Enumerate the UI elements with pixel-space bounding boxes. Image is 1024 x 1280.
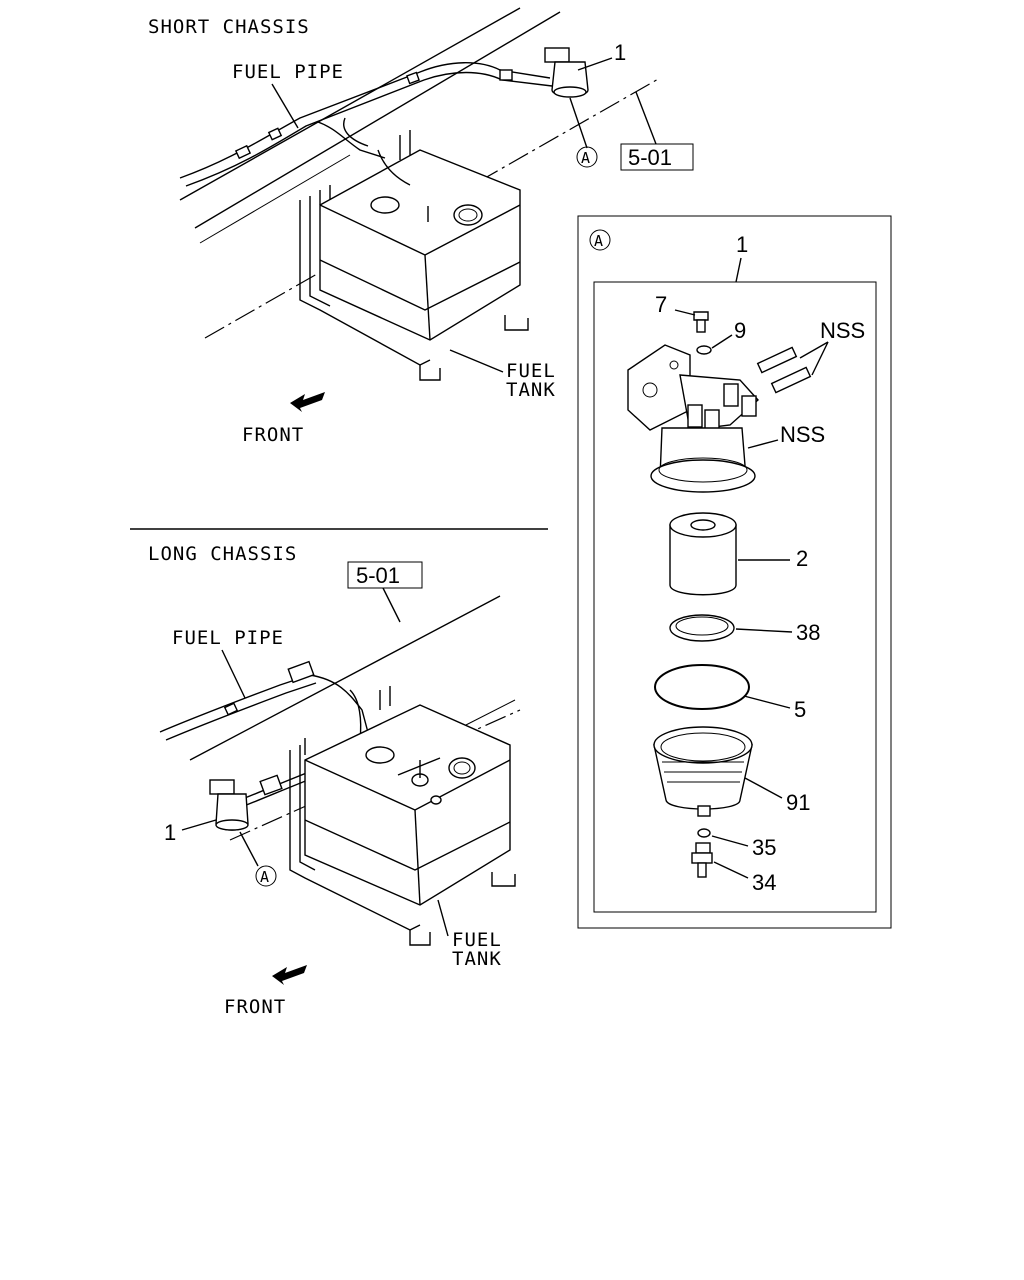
long-chassis-title: LONG CHASSIS [148,543,297,565]
long-fuel-pipe-leader [221,649,246,699]
part-label-91: 91 [786,790,810,815]
short-filter-callout: 1 [614,40,626,65]
long-fuel-filter [181,779,259,867]
short-fuel-pipe-leader [271,83,299,129]
part-label-2: 2 [796,546,808,571]
gasket-5 [654,664,750,710]
long-chassis-view: LONG CHASSIS 5-01 [148,543,521,1018]
long-fuel-tank-leader [437,899,449,937]
long-section-ref[interactable]: 5-01 [356,563,400,588]
short-front-arrow-icon [290,392,325,412]
long-fuel-tank-label-1: FUEL [452,929,502,951]
short-section-ref[interactable]: 5-01 [628,145,672,170]
detail-assembly-leader [735,257,742,283]
long-fuel-tank-label-2: TANK [452,948,502,970]
long-fuel-pipe-label: FUEL PIPE [172,627,284,649]
short-section-leader [635,91,657,145]
long-section-box[interactable] [347,561,423,589]
filter-head [627,344,759,493]
long-front-arrow-icon [272,965,307,985]
part-label-35: 35 [752,835,776,860]
detail-assembly-no: 1 [736,232,748,257]
long-detail-ref-circle [255,865,277,887]
detail-ref: A [594,232,604,250]
part-label-9: 9 [734,318,746,343]
short-detail-ref[interactable]: A [581,149,591,167]
part-label-34: 34 [752,870,776,895]
short-section-box[interactable] [620,143,694,171]
part-label-nss-2: NSS [780,422,825,447]
detail-a-view: A 1 7 9 NSS [577,215,892,929]
short-fuel-filter [544,47,613,149]
long-detail-ref[interactable]: A [260,868,270,886]
detail-outer-frame [577,215,892,929]
short-front-label: FRONT [242,424,304,446]
part-label-nss-1: NSS [820,318,865,343]
short-chassis-view: SHORT CHASSIS [148,7,694,446]
drain-plug-34 [691,842,713,878]
bowl-91 [653,726,753,817]
short-fuel-tank-label-1: FUEL [506,360,556,382]
short-fuel-tank [299,130,529,381]
part-label-38: 38 [796,620,820,645]
short-fuel-pipe-label: FUEL PIPE [232,61,344,83]
detail-ref-circle [589,229,611,251]
short-detail-ref-circle [576,146,598,168]
detail-inner-frame [593,281,877,913]
long-filter-callout: 1 [164,820,176,845]
part-label-7: 7 [655,292,667,317]
filter-element-2 [669,512,737,596]
long-section-leader [382,587,401,623]
bolt-7 [693,311,709,333]
long-front-label: FRONT [224,996,286,1018]
oring-9 [696,345,712,355]
nss-pins [756,346,812,394]
part-label-5: 5 [794,697,806,722]
ring-38 [669,614,735,642]
short-fuel-tank-leader [449,349,504,373]
short-fuel-tank-label-2: TANK [506,379,556,401]
washer-35 [697,828,711,838]
long-fuel-tank [289,686,516,946]
short-fuel-pipe [179,62,553,187]
short-chassis-title: SHORT CHASSIS [148,16,310,38]
